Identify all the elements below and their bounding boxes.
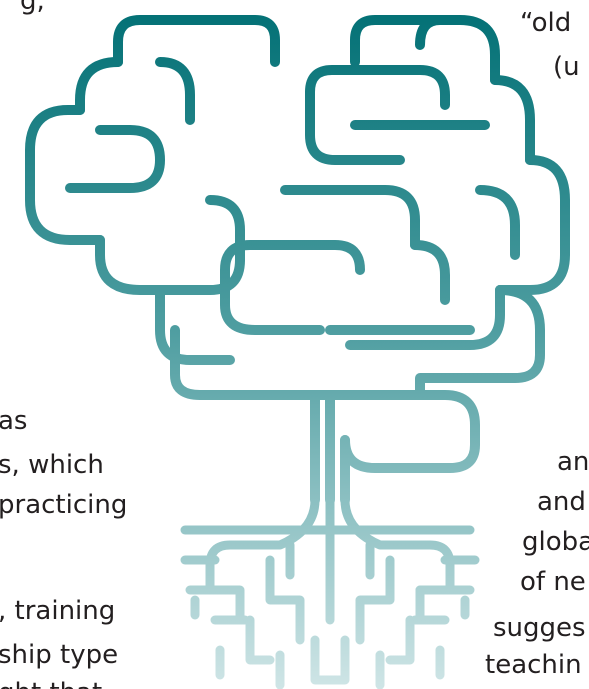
- left-text-line-7: ght that: [0, 678, 102, 689]
- left-text-line-3: s, which: [0, 450, 104, 480]
- left-text-line-2: as: [0, 406, 28, 436]
- tree-roots: [180, 495, 480, 689]
- right-text-line-5: globa: [522, 527, 589, 557]
- brain-canopy: [25, 15, 570, 473]
- left-text-line-5: , training: [0, 596, 116, 626]
- right-text-line-8: teachin: [485, 650, 582, 680]
- tree-trunk: [310, 390, 350, 505]
- left-text-line-6: ship type: [0, 640, 119, 670]
- right-text-line-1: “old: [520, 8, 572, 38]
- right-text-line-3: an: [557, 447, 589, 477]
- right-text-line-7: sugges: [493, 613, 586, 643]
- right-text-line-2: (u: [553, 52, 580, 82]
- right-text-line-6: of ne: [520, 567, 586, 597]
- left-text-line-1: g,: [20, 0, 45, 16]
- right-text-line-4: and: [537, 487, 586, 517]
- left-text-line-4: practicing: [0, 490, 128, 520]
